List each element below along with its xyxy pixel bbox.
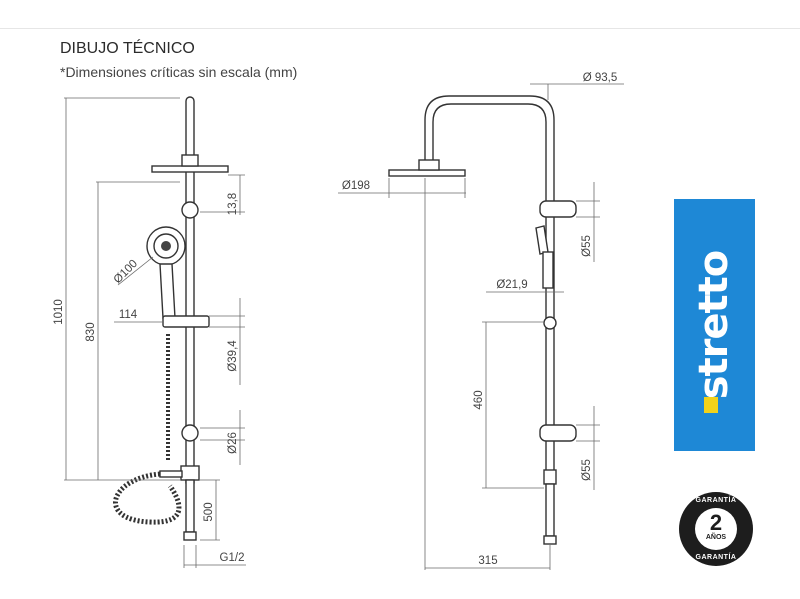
dim-39-4-label: Ø39,4 bbox=[227, 340, 239, 372]
left-view: 1010 830 13,8 Ø100 114 Ø39,4 Ø26 500 G1/… bbox=[53, 96, 246, 568]
left-inlet-nut bbox=[183, 531, 197, 541]
left-head-plate bbox=[151, 165, 229, 173]
page-title: DIBUJO TÉCNICO bbox=[60, 40, 195, 57]
hand-shower-nozzles bbox=[153, 233, 179, 259]
right-head-plate bbox=[388, 169, 466, 177]
right-top-bracket bbox=[539, 200, 577, 218]
right-inlet-nut bbox=[543, 535, 557, 545]
right-head-joint bbox=[418, 159, 440, 171]
dim-55-bottom-label: Ø55 bbox=[581, 459, 593, 481]
dim-13-8-label: 13,8 bbox=[227, 193, 239, 215]
dim-114-label: 114 bbox=[119, 309, 138, 321]
dim-21-9-label: Ø21,9 bbox=[496, 279, 527, 291]
dim-830-label: 830 bbox=[85, 322, 97, 341]
warranty-center: 2 AÑOS bbox=[695, 508, 737, 550]
dim-93-5-label: Ø 93,5 bbox=[583, 72, 618, 84]
warranty-years: 2 bbox=[709, 510, 723, 535]
left-slider bbox=[162, 315, 210, 328]
brand-name: stretto bbox=[691, 250, 737, 400]
dim-198-label: Ø198 bbox=[342, 180, 370, 192]
dim-1010-label: 1010 bbox=[53, 299, 65, 325]
right-bottom-bracket bbox=[539, 424, 577, 442]
left-head-joint bbox=[181, 154, 199, 167]
right-diverter bbox=[543, 469, 557, 485]
dim-100-label: Ø100 bbox=[112, 258, 140, 286]
hose-loop bbox=[113, 471, 182, 525]
right-arm-inner bbox=[432, 103, 547, 470]
brand-logo: stretto bbox=[674, 199, 755, 451]
left-inlet-pipe bbox=[185, 479, 195, 533]
left-diverter bbox=[180, 465, 200, 481]
dim-460-label: 460 bbox=[473, 390, 485, 409]
page-subtitle: *Dimensiones críticas sin escala (mm) bbox=[60, 64, 298, 80]
right-hand-holder bbox=[542, 251, 554, 289]
warranty-top-text: GARANTÍA bbox=[695, 497, 737, 504]
left-top-bracket bbox=[181, 201, 199, 219]
right-slider bbox=[543, 316, 557, 330]
dim-315-label: 315 bbox=[478, 555, 497, 567]
right-view: Ø 93,5 Ø198 Ø55 Ø21,9 460 Ø55 315 bbox=[338, 72, 624, 570]
warranty-unit: AÑOS bbox=[705, 534, 727, 541]
top-bar bbox=[0, 0, 800, 29]
brand-mark bbox=[704, 397, 718, 413]
dim-g12-label: G1/2 bbox=[220, 552, 245, 564]
hand-shower-handle bbox=[159, 263, 176, 319]
dim-26-label: Ø26 bbox=[227, 432, 239, 454]
warranty-bottom-text: GARANTÍA bbox=[695, 554, 737, 561]
dim-100-leader bbox=[117, 256, 154, 286]
left-bottom-bracket bbox=[181, 424, 199, 442]
right-inlet-pipe bbox=[545, 483, 555, 537]
dim-500-label: 500 bbox=[203, 502, 215, 521]
left-hose-outlet bbox=[159, 470, 183, 478]
warranty-badge: GARANTÍA 2 AÑOS GARANTÍA bbox=[679, 492, 753, 566]
hand-shower-center bbox=[161, 241, 171, 251]
right-arm-outer bbox=[424, 95, 555, 470]
dim-55-top-label: Ø55 bbox=[581, 235, 593, 257]
